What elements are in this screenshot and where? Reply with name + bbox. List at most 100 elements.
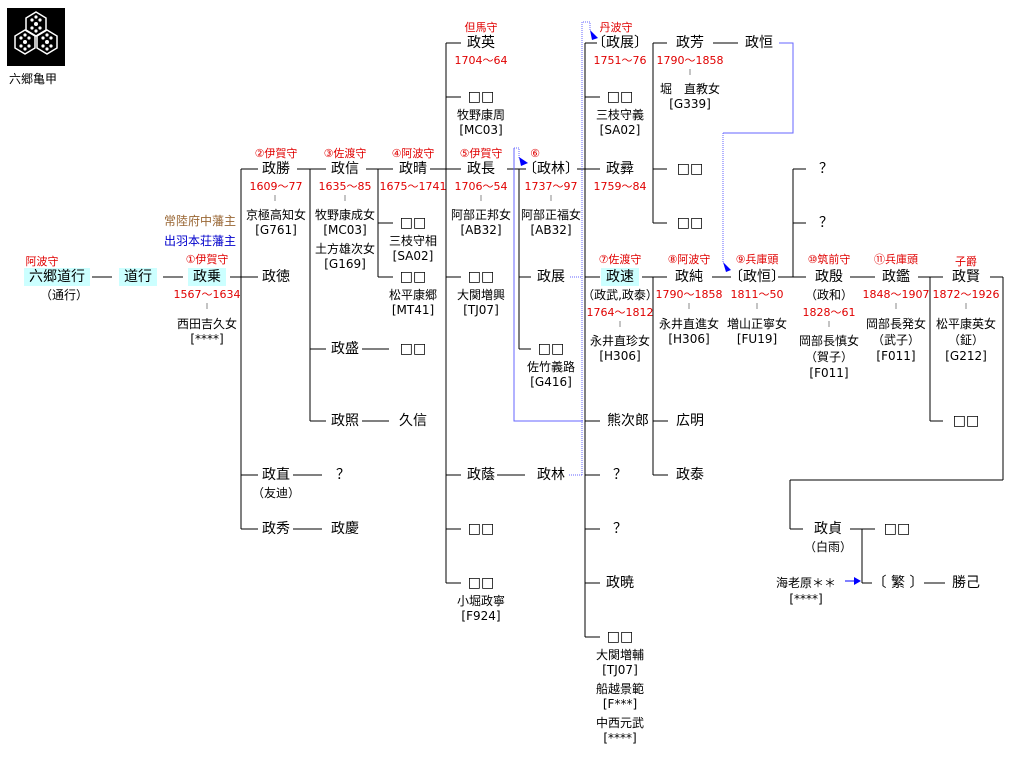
person-name[interactable]: 勝己 <box>952 575 980 591</box>
spouse-alias: （賀子） <box>804 350 854 364</box>
person-title: ⑦佐渡守 <box>598 253 642 266</box>
person-name[interactable]: 久信 <box>399 413 427 429</box>
person-name[interactable]: ？ <box>819 161 833 177</box>
person-name[interactable]: 政展 <box>537 269 565 285</box>
person-name[interactable]: 〔政展〕 <box>592 35 648 51</box>
spouse: 中西元武 <box>595 716 645 730</box>
person-name[interactable]: 政鑑 <box>882 269 910 285</box>
person-years: 1811～50 <box>730 288 784 301</box>
person-name[interactable]: 海老原＊＊ <box>775 576 837 590</box>
person-name[interactable]: □□ <box>676 215 704 231</box>
spouse: 岡部長発女 <box>865 317 927 331</box>
person-years: 1828～61 <box>802 306 856 319</box>
person-years: 1764～1812 <box>586 306 654 319</box>
spouse: 岡部長慎女 <box>798 334 860 348</box>
person-name[interactable]: □□ <box>606 89 634 105</box>
spouse-code: [F924] <box>461 609 501 623</box>
person-name[interactable]: 政速 <box>601 268 639 286</box>
person-name[interactable]: 政林 <box>537 467 565 483</box>
person-name[interactable]: 政勝 <box>262 161 290 177</box>
person-name[interactable]: 政秀 <box>262 521 290 537</box>
person-name[interactable]: □□ <box>467 575 495 591</box>
spouse: 京極高知女 <box>245 208 307 222</box>
person-name[interactable]: 〔 繁 〕 <box>872 575 924 591</box>
person-name[interactable]: □□ <box>399 341 427 357</box>
person-name[interactable]: □□ <box>399 215 427 231</box>
person-name[interactable]: 政長 <box>467 161 495 177</box>
person-name[interactable]: 〔政林〕 <box>523 161 579 177</box>
person-name[interactable]: 広明 <box>676 413 704 429</box>
person-name[interactable]: 六郷道行 <box>24 268 90 286</box>
person-name[interactable]: 道行 <box>119 268 157 286</box>
spouse-code: [****] <box>190 332 224 346</box>
spouse-code: [AB32] <box>460 223 502 237</box>
person-name[interactable]: 政賢 <box>952 269 980 285</box>
person-title: ⑨兵庫頭 <box>735 253 779 266</box>
spouse-code: [MC03] <box>459 123 503 137</box>
person-name[interactable]: ？ <box>613 467 627 483</box>
person-name[interactable]: 政慶 <box>331 521 359 537</box>
spouse: 牧野康成女 <box>314 208 376 222</box>
person-years: 1675～1741 <box>379 180 447 193</box>
spouse-code: [MC03] <box>323 223 367 237</box>
spouse: 土方雄次女 <box>314 242 376 256</box>
person-name[interactable]: 政芳 <box>676 35 704 51</box>
person-name[interactable]: □□ <box>399 269 427 285</box>
person-name[interactable]: 政蔭 <box>467 467 495 483</box>
person-name[interactable]: 政殷 <box>815 269 843 285</box>
spouse-code: [F***] <box>602 697 638 711</box>
spouse-code: [SA02] <box>392 249 434 263</box>
person-name[interactable]: ？ <box>336 467 350 483</box>
person-name[interactable]: 政暁 <box>606 575 634 591</box>
spouse: 大関増興 <box>456 288 506 302</box>
person-name[interactable]: 政純 <box>675 269 703 285</box>
person-name[interactable]: 政貞 <box>814 521 842 537</box>
person-title: 丹波守 <box>599 21 633 34</box>
person-name[interactable]: 政晴 <box>399 161 427 177</box>
person-name[interactable]: 政彛 <box>606 161 634 177</box>
person-name[interactable]: 〔政恒〕 <box>729 269 785 285</box>
person-name[interactable]: 政直 <box>262 467 290 483</box>
person-title: ②伊賀守 <box>254 147 298 160</box>
person-name[interactable]: 政照 <box>331 413 359 429</box>
person-name[interactable]: □□ <box>467 89 495 105</box>
person-name[interactable]: □□ <box>537 341 565 357</box>
person-name[interactable]: □□ <box>606 629 634 645</box>
person-name[interactable]: 政乗 <box>188 268 226 286</box>
kikko-crest-icon <box>7 8 65 66</box>
person-name[interactable]: 政信 <box>331 161 359 177</box>
person-years: 1751～76 <box>593 54 647 67</box>
person-title: ③佐渡守 <box>323 147 367 160</box>
person-years: 1567～1634 <box>173 288 241 301</box>
spouse-code: [G212] <box>945 349 987 363</box>
person-name[interactable]: ？ <box>819 215 833 231</box>
person-name[interactable]: □□ <box>467 269 495 285</box>
person-title: ④阿波守 <box>391 147 435 160</box>
person-name[interactable]: ？ <box>613 521 627 537</box>
person-name[interactable]: □□ <box>467 521 495 537</box>
person-name[interactable]: 政盛 <box>331 341 359 357</box>
person-name[interactable]: □□ <box>883 521 911 537</box>
spouse: 佐竹義路 <box>526 360 576 374</box>
person-name[interactable]: 政英 <box>467 35 495 51</box>
person-title: ⑤伊賀守 <box>459 147 503 160</box>
person-name[interactable]: 熊次郎 <box>607 413 649 429</box>
person-name[interactable]: 政恒 <box>745 35 773 51</box>
person-years: 1872～1926 <box>932 288 1000 301</box>
person-title: ⑥ <box>530 147 540 160</box>
spouse-code: [SA02] <box>599 123 641 137</box>
spouse: 西田吉久女 <box>176 317 238 331</box>
domain-dewa: 出羽本荘藩主 <box>163 234 237 248</box>
person-name[interactable]: □□ <box>952 413 980 429</box>
person-name[interactable]: 政徳 <box>262 269 290 285</box>
person-title: 但馬守 <box>464 21 498 34</box>
spouse-code: [H306] <box>599 349 641 363</box>
person-alias: （白雨） <box>803 540 853 554</box>
person-years: 1759～84 <box>593 180 647 193</box>
person-years: 1609～77 <box>249 180 303 193</box>
person-years: 1704～64 <box>454 54 508 67</box>
person-title: ⑧阿波守 <box>667 253 711 266</box>
person-name[interactable]: 政泰 <box>676 467 704 483</box>
person-name[interactable]: □□ <box>676 161 704 177</box>
